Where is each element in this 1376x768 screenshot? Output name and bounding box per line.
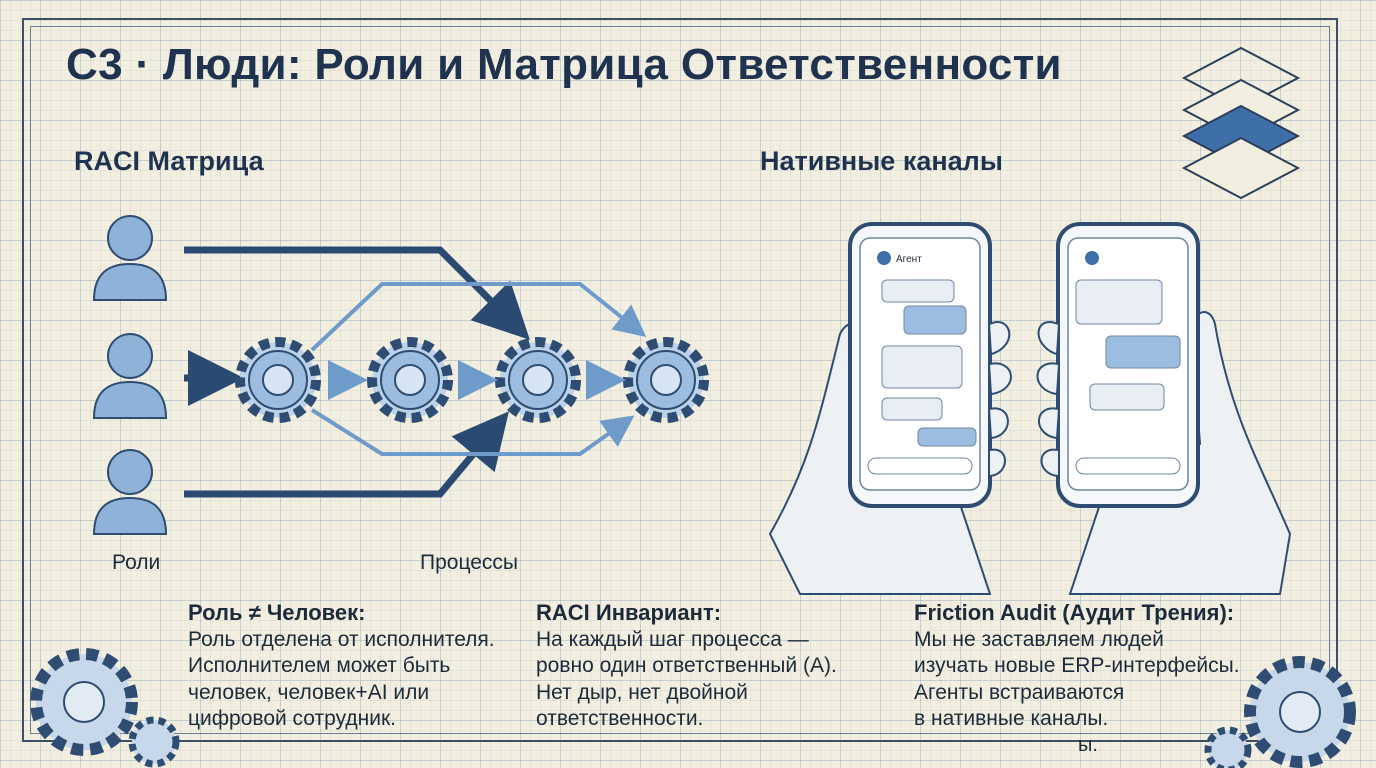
phone-right <box>1056 222 1200 508</box>
block-line: ответственности. <box>536 707 704 730</box>
block-title: RACI Инвариант: <box>536 600 722 625</box>
phone-left: Агент <box>848 222 992 508</box>
block-line: изучать новые ERP-интерфейсы. <box>914 654 1240 677</box>
block-line: На каждый шаг процесса — <box>536 627 809 651</box>
process-gear-icon-3 <box>495 337 581 423</box>
role-person-icon-3 <box>92 449 168 535</box>
block-line: Исполнителем может быть <box>188 654 451 677</box>
block-line: Мы не заставляем людей <box>914 627 1164 651</box>
roles-label: Роли <box>112 551 161 574</box>
block-line: Нет дыр, нет двойной <box>536 680 748 704</box>
page-title: C3 · Люди: Роли и Матрица Ответственност… <box>66 40 1062 89</box>
block-line: Агенты встраиваются <box>914 680 1125 704</box>
corner-gears-left-icon <box>30 648 180 768</box>
block-line: ровно один ответственный (A). <box>536 654 837 677</box>
chat-header: Агент <box>896 254 922 265</box>
role-person-icon-2 <box>92 333 168 419</box>
processes-label: Процессы <box>420 551 519 574</box>
native-channels-illustration: Агент <box>768 222 1292 595</box>
raci-diagram <box>92 215 709 535</box>
block-line: в нативные каналы. <box>914 707 1109 730</box>
block-friction-audit: Friction Audit (Аудит Трения): Мы не зас… <box>914 600 1240 733</box>
block-title: Роль ≠ Человек: <box>188 600 366 625</box>
block-line: человек, человек+AI или <box>188 680 430 704</box>
process-gear-icon-1 <box>235 337 321 423</box>
block-line: Роль отделена от исполнителя. <box>188 627 495 651</box>
block-line: цифровой сотрудник. <box>188 707 396 730</box>
stray-text-fragment: ы. <box>1078 734 1098 756</box>
role-person-icon-1 <box>92 215 168 301</box>
corner-gears-right-icon <box>1204 656 1356 768</box>
block-role-vs-person: Роль ≠ Человек: Роль отделена от исполни… <box>188 600 495 733</box>
process-gear-icon-2 <box>367 337 453 423</box>
layers-icon <box>1181 46 1301 200</box>
process-gear-icon-4 <box>623 337 709 423</box>
block-title: Friction Audit (Аудит Трения): <box>914 600 1235 625</box>
raci-heading: RACI Матрица <box>74 146 264 176</box>
block-raci-invariant: RACI Инвариант: На каждый шаг процесса —… <box>536 600 837 733</box>
native-channels-heading: Нативные каналы <box>760 146 1003 176</box>
